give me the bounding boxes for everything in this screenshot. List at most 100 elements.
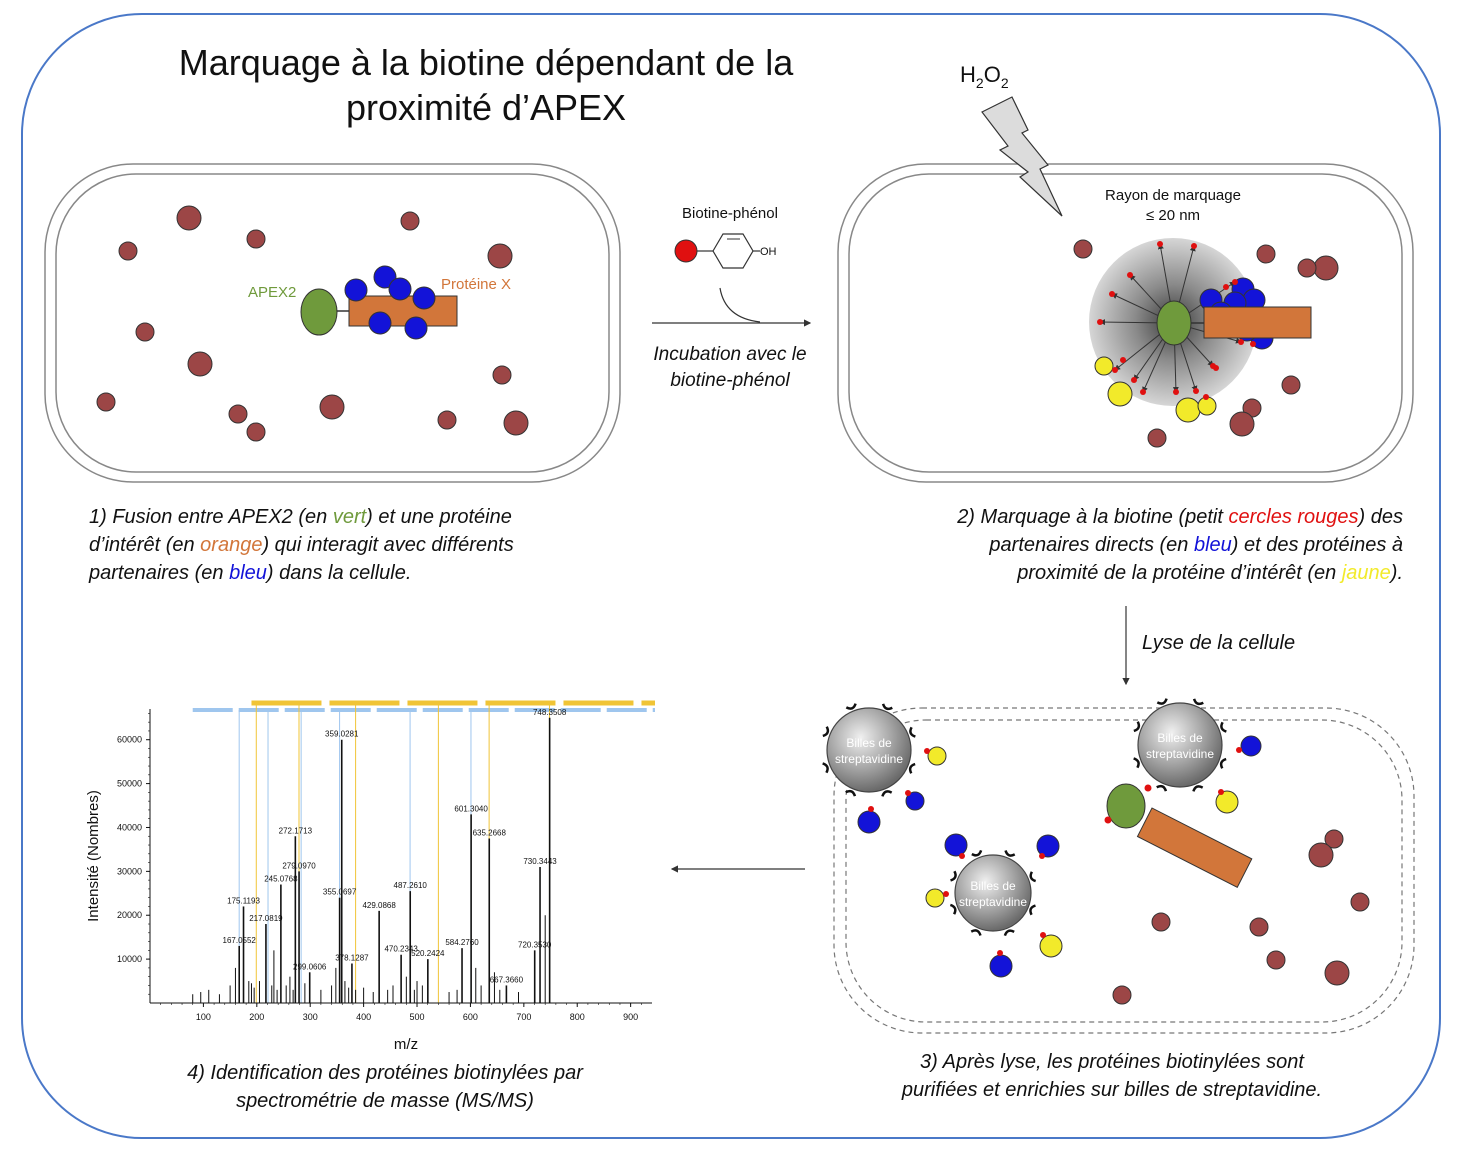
title-line-2: proximité d’APEX bbox=[346, 87, 626, 128]
labeled-proximal-protein bbox=[1107, 381, 1133, 407]
direct-partners bbox=[344, 265, 436, 340]
labeling-radius-label-1: Rayon de marquage bbox=[1105, 187, 1241, 204]
labeled-proximal-proteins bbox=[1094, 356, 1217, 423]
captured-partner bbox=[857, 810, 881, 834]
biotin-tag bbox=[1040, 932, 1046, 938]
x-axis-label: m/z bbox=[394, 1036, 418, 1053]
apex2-label: APEX2 bbox=[248, 284, 296, 301]
biotin-tag bbox=[1131, 377, 1137, 383]
incubation-label-2: biotine-phénol bbox=[670, 370, 790, 391]
streptavidin-bead: Billes de streptavidine bbox=[822, 703, 947, 834]
biotin-tag bbox=[1173, 389, 1179, 395]
biotin-tag bbox=[997, 950, 1003, 956]
biotin-tag-apex bbox=[1104, 816, 1112, 824]
caption-4-line-2: spectrométrie de masse (MS/MS) bbox=[236, 1090, 534, 1112]
biotin-tag bbox=[1109, 291, 1115, 297]
peak-label: 635.2668 bbox=[473, 828, 507, 837]
x-tick-label: 700 bbox=[516, 1012, 531, 1022]
background-protein bbox=[1229, 411, 1255, 437]
peak-label: 487.2610 bbox=[394, 881, 428, 890]
background-protein bbox=[176, 205, 202, 231]
streptavidin-hook-icon bbox=[1133, 757, 1140, 769]
x-tick-label: 800 bbox=[570, 1012, 585, 1022]
partner-protein bbox=[404, 316, 428, 340]
biotin-tag bbox=[905, 790, 911, 796]
streptavidin-hook-icon bbox=[1156, 784, 1168, 792]
background-protein bbox=[1297, 258, 1317, 278]
streptavidin-hook-icon bbox=[1192, 785, 1204, 792]
bead-label-2: streptavidine bbox=[835, 752, 903, 766]
x-tick-label: 900 bbox=[623, 1012, 638, 1022]
captured-proximal-protein bbox=[925, 888, 945, 908]
background-protein bbox=[1256, 244, 1276, 264]
biotin-group-icon bbox=[674, 239, 698, 263]
captured-partner bbox=[1240, 735, 1262, 757]
biotin-tags bbox=[1097, 241, 1256, 400]
streptavidin-hook-icon bbox=[1219, 757, 1227, 769]
captured-proximal-protein bbox=[927, 746, 947, 766]
background-protein bbox=[319, 394, 345, 420]
protein-x-3 bbox=[1136, 807, 1253, 889]
y-tick-label: 50000 bbox=[117, 779, 142, 789]
x-tick-label: 200 bbox=[249, 1012, 264, 1022]
peak-label: 217.0819 bbox=[249, 914, 283, 923]
incubation-label-1: Incubation avec le bbox=[653, 344, 806, 365]
captured-proximal-protein bbox=[1039, 934, 1063, 958]
cell-outer-membrane bbox=[44, 163, 621, 483]
partner-protein bbox=[388, 277, 412, 301]
biotin-tag bbox=[1223, 284, 1229, 290]
peak-label: 272.1713 bbox=[279, 826, 313, 835]
hydroxyl-label: OH bbox=[760, 246, 777, 258]
streptavidin-hook-icon bbox=[1004, 850, 1016, 857]
bead-label-1: Billes de bbox=[846, 736, 892, 750]
peak-label: 299.0606 bbox=[293, 962, 327, 971]
caption-2-line-2: partenaires directs (en bleu) et des pro… bbox=[988, 534, 1403, 556]
background-protein bbox=[1249, 917, 1269, 937]
biotin-tag bbox=[959, 853, 965, 859]
bead-body bbox=[826, 707, 912, 793]
partner-protein bbox=[412, 286, 436, 310]
streptavidin-hook-icon bbox=[1003, 929, 1015, 937]
streptavidin-hook-icon bbox=[1192, 698, 1204, 706]
peak-label: 730.3443 bbox=[523, 857, 557, 866]
y-tick-label: 30000 bbox=[117, 866, 142, 876]
biotin-tag bbox=[1250, 341, 1256, 347]
background-protein bbox=[246, 229, 266, 249]
background-protein bbox=[246, 422, 266, 442]
streptavidin-hook-icon bbox=[881, 703, 893, 711]
lysis-label: Lyse de la cellule bbox=[1142, 632, 1295, 654]
background-protein bbox=[1324, 960, 1350, 986]
biotin-tag bbox=[924, 748, 930, 754]
y-tick-label: 60000 bbox=[117, 735, 142, 745]
streptavidin-hook-icon bbox=[949, 903, 957, 915]
protein-x-2 bbox=[1203, 306, 1312, 339]
peak-label: 667.3660 bbox=[490, 975, 524, 984]
bead-label-2: streptavidine bbox=[1146, 747, 1214, 761]
caption-2-line-3: proximité de la protéine d’intérêt (en j… bbox=[1016, 562, 1403, 584]
biotin-tag bbox=[1127, 272, 1133, 278]
bead-label-2: streptavidine bbox=[959, 895, 1027, 909]
background-protein bbox=[1281, 375, 1301, 395]
partner-protein bbox=[368, 311, 392, 335]
streptavidin-hook-icon bbox=[1156, 698, 1168, 705]
captured-fusion bbox=[1104, 783, 1253, 889]
peak-label: 355.0697 bbox=[323, 888, 357, 897]
peak-label: 378.1287 bbox=[335, 954, 369, 963]
peak-label: 167.0552 bbox=[223, 936, 257, 945]
x-tick-label: 400 bbox=[356, 1012, 371, 1022]
peak-label: 520.2424 bbox=[411, 949, 445, 958]
apex2-enzyme bbox=[300, 288, 338, 336]
labeling-radius-label-2: ≤ 20 nm bbox=[1146, 207, 1200, 224]
bead-label-1: Billes de bbox=[1157, 731, 1203, 745]
caption-2-line-1: 2) Marquage à la biotine (petit cercles … bbox=[956, 506, 1403, 528]
biotin-tag bbox=[1039, 853, 1045, 859]
streptavidin-hook-icon bbox=[950, 870, 957, 882]
biotin-tag bbox=[1157, 241, 1163, 247]
captured-proximal-protein bbox=[1215, 790, 1239, 814]
captured-partner bbox=[989, 954, 1013, 978]
biotin-tag bbox=[1140, 389, 1146, 395]
lysed-membrane-outer bbox=[833, 707, 1415, 1034]
h2o2-label: H2O2 bbox=[960, 62, 1009, 91]
y-tick-label: 20000 bbox=[117, 910, 142, 920]
protein-x bbox=[348, 295, 458, 327]
